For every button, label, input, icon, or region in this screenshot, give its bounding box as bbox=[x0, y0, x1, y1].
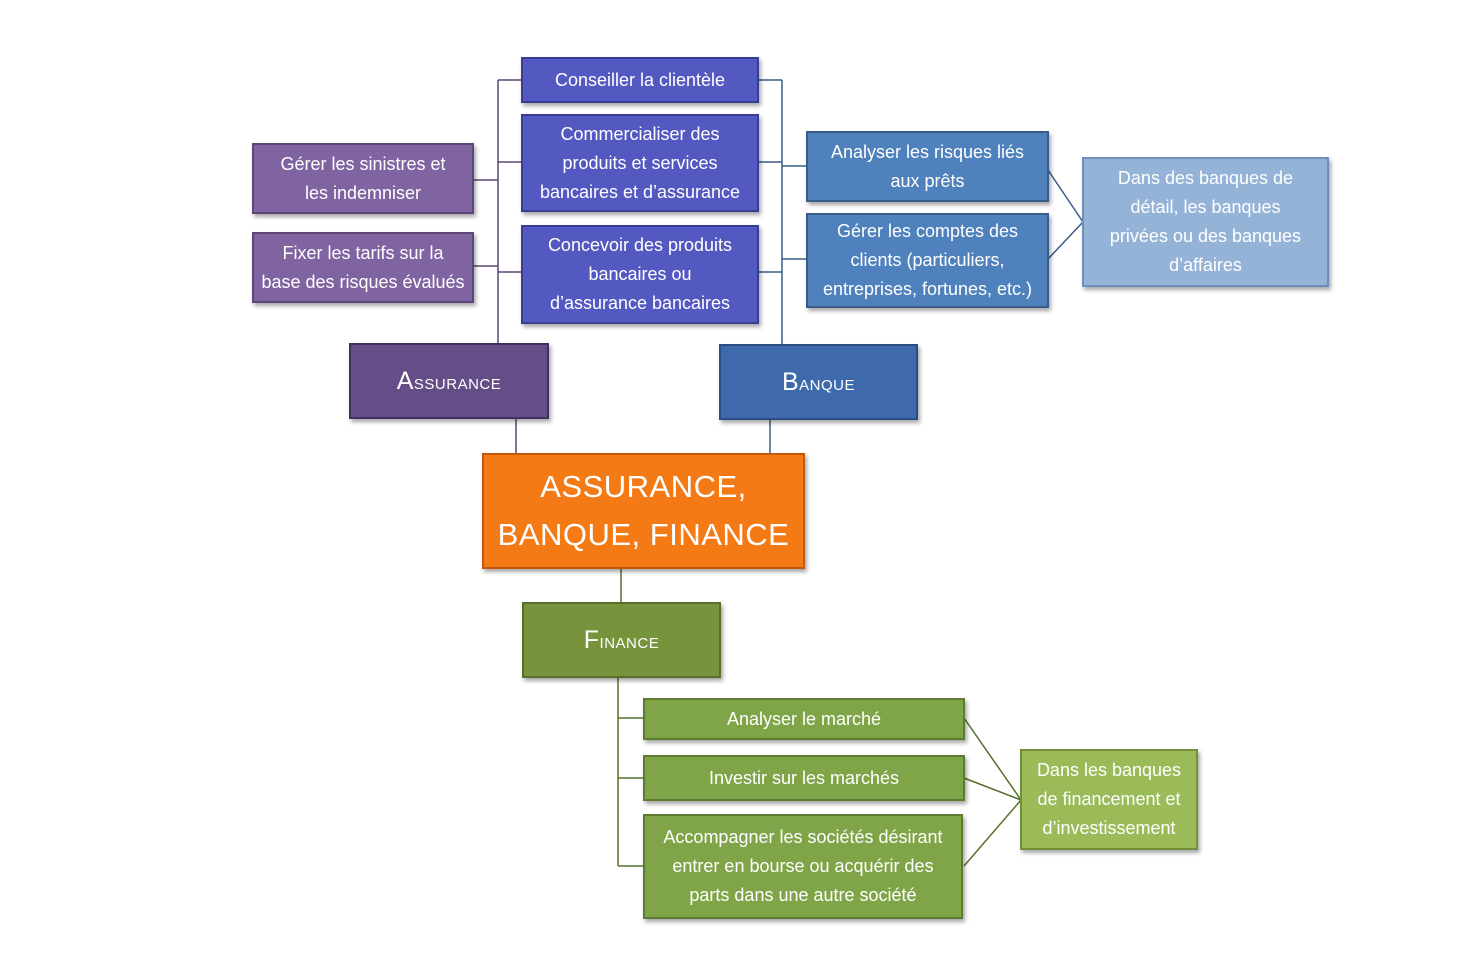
category-assurance: Assurance bbox=[349, 343, 549, 419]
mission-label: Accompagner les sociétés désirant entrer… bbox=[663, 827, 943, 905]
context-label: Dans des banques de détail, les banques … bbox=[1109, 168, 1302, 275]
mission-gerer-comptes: Gérer les comptes des clients (particuli… bbox=[806, 213, 1049, 308]
mission-label: Analyser les risques liés aux prêts bbox=[830, 141, 1025, 191]
category-finance: Finance bbox=[522, 602, 721, 678]
mission-label: Concevoir des produits bancaires ou d’as… bbox=[547, 235, 733, 313]
finance-connectors bbox=[617, 568, 1022, 867]
category-label: Assurance bbox=[396, 366, 502, 395]
mission-conseiller-clientele: Conseiller la clientèle bbox=[521, 57, 759, 103]
category-label: Finance bbox=[583, 625, 660, 654]
mission-label: Commercialiser des produits et services … bbox=[539, 123, 741, 202]
context-label: Dans les banques de financement et d’inv… bbox=[1036, 760, 1182, 838]
mission-label: Fixer les tarifs sur la base des risques… bbox=[261, 242, 465, 292]
mission-label: Gérer les sinistres et les indemniser bbox=[280, 153, 446, 203]
category-banque: Banque bbox=[719, 344, 918, 420]
mission-analyser-marche: Analyser le marché bbox=[643, 698, 965, 740]
mission-fixer-tarifs: Fixer les tarifs sur la base des risques… bbox=[252, 232, 474, 303]
mission-accompagner-societes: Accompagner les sociétés désirant entrer… bbox=[643, 814, 963, 919]
mission-label: Analyser le marché bbox=[726, 708, 882, 729]
mission-label: Investir sur les marchés bbox=[708, 767, 900, 788]
central-topic: ASSURANCE, BANQUE, FINANCE bbox=[482, 453, 805, 569]
mission-label: Conseiller la clientèle bbox=[554, 69, 726, 90]
finance-context: Dans les banques de financement et d’inv… bbox=[1020, 749, 1198, 850]
mission-concevoir: Concevoir des produits bancaires ou d’as… bbox=[521, 225, 759, 324]
mission-investir: Investir sur les marchés bbox=[643, 755, 965, 801]
central-topic-label: ASSURANCE, BANQUE, FINANCE bbox=[497, 469, 790, 552]
mission-analyser-risques: Analyser les risques liés aux prêts bbox=[806, 131, 1049, 202]
banque-connectors bbox=[758, 79, 1084, 455]
mission-commercialiser: Commercialiser des produits et services … bbox=[521, 114, 759, 212]
mission-label: Gérer les comptes des clients (particuli… bbox=[822, 221, 1033, 299]
category-label: Banque bbox=[781, 367, 856, 396]
mission-gerer-sinistres: Gérer les sinistres et les indemniser bbox=[252, 143, 474, 214]
banque-context: Dans des banques de détail, les banques … bbox=[1082, 157, 1329, 287]
assurance-connectors bbox=[474, 79, 522, 455]
